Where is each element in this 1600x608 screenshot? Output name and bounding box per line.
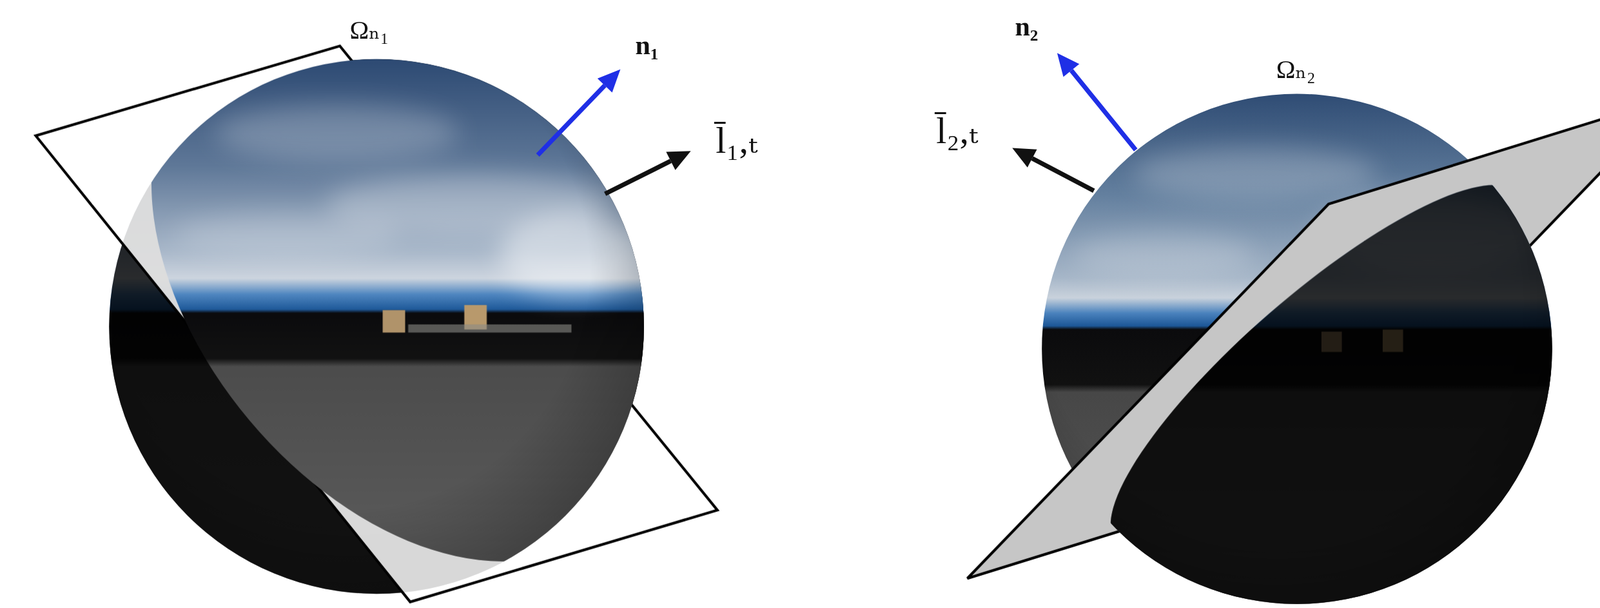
vector-label: n₁	[635, 30, 659, 60]
light-arrow	[605, 150, 692, 194]
vector-label: l̄₂,ₜ	[936, 110, 978, 152]
region-label: Ωₙ₁	[350, 16, 390, 45]
light-arrow	[1012, 147, 1094, 191]
lit-hemisphere	[91, 40, 663, 608]
normal-arrow	[537, 69, 621, 156]
normal-arrow	[1057, 52, 1136, 150]
vector-label: n₂	[1014, 11, 1038, 42]
shadowed-hemisphere	[1020, 81, 1592, 608]
region-label: Ωₙ₂	[1276, 55, 1316, 84]
vector-label: l̄₁,ₜ	[715, 120, 758, 162]
